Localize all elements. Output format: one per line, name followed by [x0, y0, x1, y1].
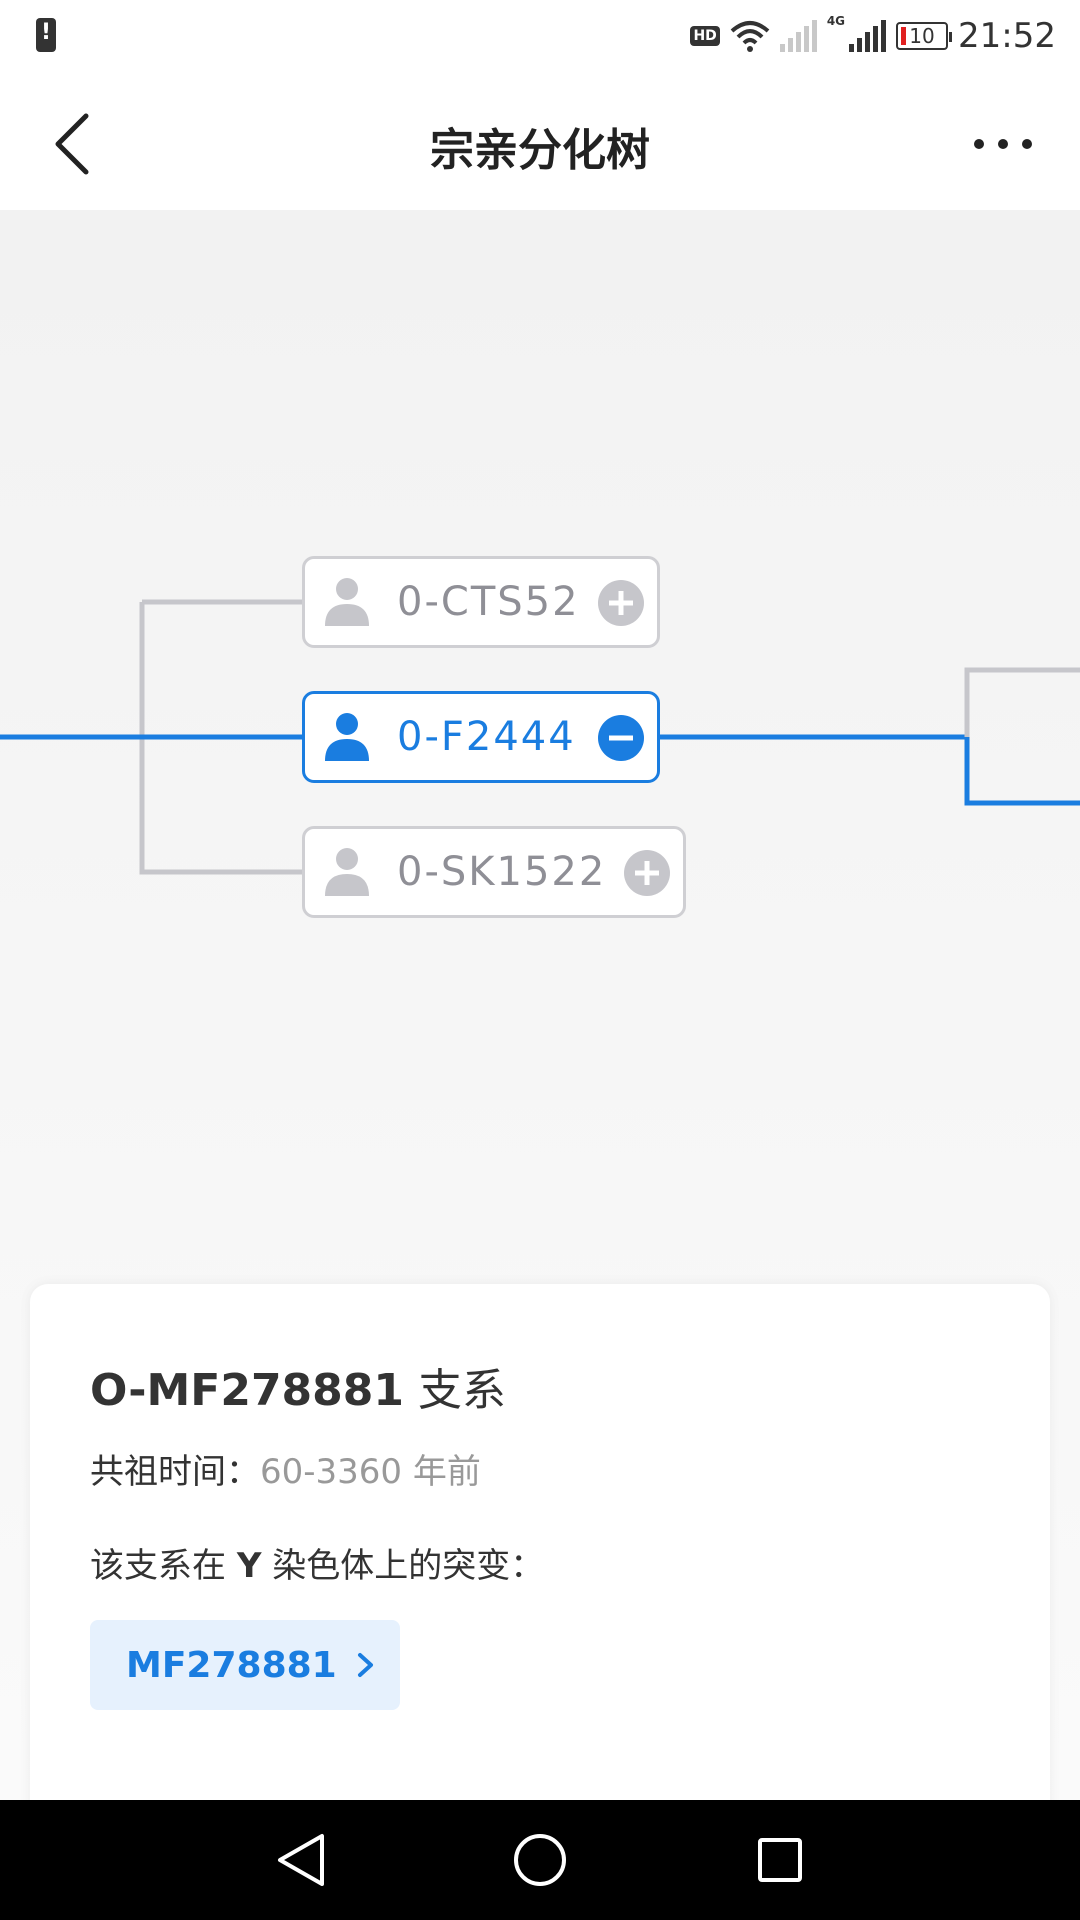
branch-id: O-MF278881 — [90, 1365, 405, 1416]
home-circle-icon[interactable] — [510, 1830, 570, 1890]
battery-level: 10 — [909, 24, 935, 48]
mutation-heading: 该支系在 Y 染色体上的突变： — [90, 1538, 544, 1587]
tree-node-f2444[interactable]: 0-F2444 — [302, 691, 660, 783]
ancestor-time-row: 共祖时间：60-3360 年前 — [90, 1444, 481, 1493]
person-icon — [325, 713, 369, 761]
status-icons: HD 4G 10 21:52 — [690, 14, 1056, 58]
top-nav-bar: 宗亲分化树 — [0, 72, 1080, 210]
ancestor-time-value: 60-3360 年前 — [260, 1452, 481, 1492]
ancestor-time-label: 共祖时间： — [90, 1452, 260, 1492]
signal-icon-sim1 — [779, 20, 817, 52]
wifi-icon — [730, 21, 770, 52]
mutation-heading-y: Y — [236, 1546, 262, 1586]
back-triangle-icon[interactable] — [272, 1830, 332, 1890]
node-label: 0-F2444 — [397, 714, 576, 760]
chevron-left-icon[interactable] — [48, 108, 108, 178]
chevron-right-icon — [357, 1653, 373, 1677]
tree-node-sk1522[interactable]: 0-SK1522 — [302, 826, 686, 918]
tree-node-cts52[interactable]: 0-CTS52 — [302, 556, 660, 648]
alert-icon — [36, 18, 56, 52]
person-icon — [325, 578, 369, 626]
page-title: 宗亲分化树 — [430, 125, 650, 176]
tree-connectors — [0, 599, 1080, 875]
mutation-heading-post: 染色体上的突变： — [261, 1546, 545, 1586]
battery-icon: 10 — [896, 22, 953, 50]
more-horizontal-icon[interactable] — [968, 108, 1038, 178]
minus-circle-icon[interactable] — [597, 714, 645, 762]
node-label: 0-SK1522 — [397, 849, 607, 895]
plus-circle-icon[interactable] — [623, 849, 671, 897]
clock: 21:52 — [958, 16, 1056, 56]
hd-badge: HD — [690, 26, 720, 46]
network-type: 4G — [826, 14, 846, 28]
branch-title: O-MF278881 支系 — [90, 1354, 506, 1418]
mutation-chip-label: MF278881 — [126, 1644, 337, 1686]
signal-icon — [849, 20, 887, 52]
mutation-chip[interactable]: MF278881 — [90, 1620, 400, 1710]
plus-circle-icon[interactable] — [597, 579, 645, 627]
node-label: 0-CTS52 — [397, 579, 580, 625]
status-bar: HD 4G 10 21:52 — [0, 0, 1080, 72]
branch-suffix: 支系 — [404, 1365, 507, 1416]
recents-square-icon[interactable] — [750, 1830, 810, 1890]
system-nav-bar — [0, 1800, 1080, 1920]
person-icon — [325, 848, 369, 896]
branch-info-card: O-MF278881 支系 共祖时间：60-3360 年前 该支系在 Y 染色体… — [30, 1284, 1050, 1844]
mutation-heading-pre: 该支系在 — [90, 1546, 237, 1586]
